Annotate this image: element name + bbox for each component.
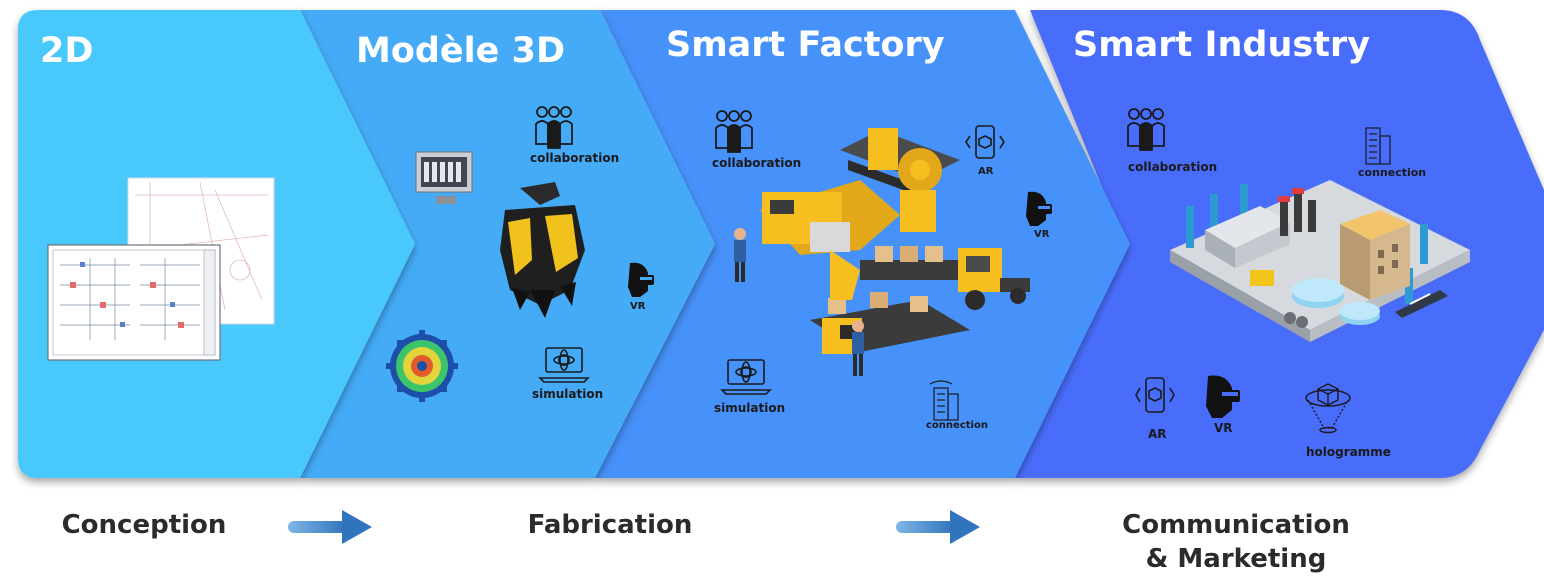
collaboration-label: collaboration bbox=[1128, 160, 1217, 174]
excavator-bucket-model bbox=[500, 182, 585, 318]
collaboration-icon bbox=[1127, 108, 1165, 151]
ar-label: AR bbox=[978, 166, 994, 177]
electrical-cabinet-model bbox=[415, 151, 473, 204]
phase-label-communication: Communication & Marketing bbox=[1106, 510, 1366, 574]
vr-label: VR bbox=[1214, 421, 1233, 435]
2d-schematic-drawings bbox=[47, 177, 275, 361]
ar-phone-icon bbox=[1135, 377, 1175, 413]
collaboration-label: collaboration bbox=[712, 156, 801, 170]
flow-arrow-2 bbox=[896, 510, 980, 544]
ar-phone-icon bbox=[965, 125, 1005, 159]
phase-label-conception: Conception bbox=[61, 510, 227, 540]
vr-headset-icon bbox=[628, 262, 654, 297]
stage-2-title: Modèle 3D bbox=[356, 31, 565, 71]
connection-label: connection bbox=[1358, 166, 1426, 179]
vr-label: VR bbox=[630, 301, 646, 312]
simulation-label: simulation bbox=[532, 387, 603, 401]
simulation-label: simulation bbox=[714, 401, 785, 415]
collaboration-icon bbox=[535, 106, 573, 149]
hologramme-label: hologramme bbox=[1306, 445, 1391, 459]
flow-arrow-1 bbox=[288, 510, 372, 544]
gear-simulation-model bbox=[386, 330, 458, 402]
phase-label-communication-line2: & Marketing bbox=[1145, 544, 1327, 574]
stage-4-title: Smart Industry bbox=[1073, 25, 1370, 65]
stage-1-title: 2D bbox=[40, 31, 93, 71]
connection-building-icon bbox=[929, 380, 959, 421]
vr-headset-icon bbox=[1026, 191, 1052, 226]
smart-industry-illustration bbox=[1170, 180, 1470, 342]
phase-label-fabrication: Fabrication bbox=[527, 510, 693, 540]
connection-label: connection bbox=[926, 420, 988, 431]
simulation-laptop-icon bbox=[720, 359, 772, 395]
simulation-laptop-icon bbox=[538, 347, 590, 383]
phase-label-communication-line1: Communication bbox=[1122, 510, 1350, 540]
stage-3-title: Smart Factory bbox=[666, 25, 945, 65]
hologram-icon bbox=[1305, 383, 1351, 434]
vr-headset-icon bbox=[1206, 375, 1240, 418]
ar-label: AR bbox=[1148, 427, 1167, 441]
vr-label: VR bbox=[1034, 229, 1050, 240]
smart-factory-illustration bbox=[734, 128, 1030, 376]
collaboration-icon bbox=[715, 110, 753, 153]
collaboration-label: collaboration bbox=[530, 151, 619, 165]
connection-building-icon bbox=[1365, 127, 1391, 165]
